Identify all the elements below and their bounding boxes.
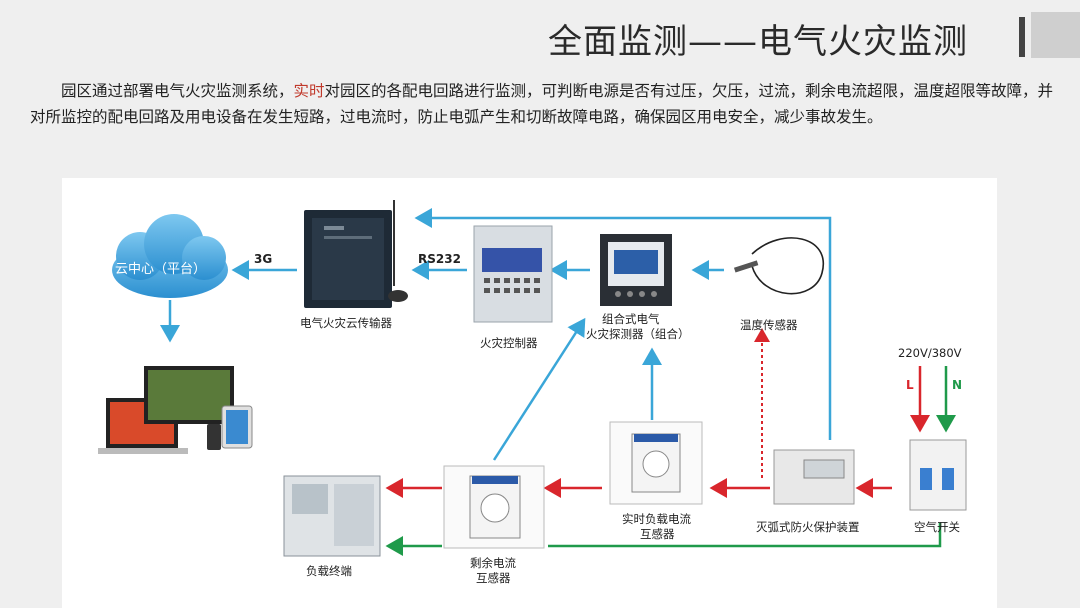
arrow-neutral-return-to-load: [548, 523, 942, 548]
detector-device: [600, 234, 672, 306]
intro-text-part1: 园区通过部署电气火灾监测系统，: [61, 82, 294, 100]
residual-ct-label-line2: 互感器: [476, 571, 511, 585]
voltage-label: 220V/380V: [898, 346, 962, 360]
detector-label-line1: 组合式电气: [602, 312, 660, 326]
intro-paragraph: 园区通过部署电气火灾监测系统，实时对园区的各配电回路进行监测，可判断电源是否有过…: [30, 78, 1055, 130]
edge-label-3g: 3G: [254, 252, 273, 266]
residual-current-transformer-device: [443, 465, 545, 549]
title-decoration-box: [1031, 12, 1080, 58]
monitoring-terminals-icon: [98, 366, 253, 454]
intro-highlight: 实时: [293, 82, 325, 100]
title-bar: 全面监测——电气火灾监测: [0, 0, 1080, 75]
transmitter-label: 电气火灾云传输器: [300, 316, 392, 330]
cloud-label: 云中心（平台）: [115, 262, 207, 277]
transmitter-device: [304, 200, 408, 308]
cloud-icon: [112, 214, 228, 298]
air-switch-device: [909, 439, 967, 511]
load-terminal-device: [283, 475, 381, 557]
load-terminal-label: 负载终端: [306, 564, 352, 578]
temperature-sensor-label: 温度传感器: [740, 318, 798, 332]
load-ct-label-line2: 互感器: [640, 527, 675, 541]
controller-label: 火灾控制器: [480, 336, 538, 350]
title-decoration-line: [1019, 17, 1025, 57]
line-n-label: N: [952, 378, 963, 392]
diagram-canvas: [98, 200, 967, 557]
arc-protect-device: [773, 449, 855, 505]
arrow-residual-ct-to-detector: [492, 317, 586, 461]
temperature-sensor-icon: [733, 237, 825, 295]
residual-ct-label-line1: 剩余电流: [470, 556, 516, 570]
line-l-label: L: [906, 378, 914, 392]
controller-device: [473, 225, 553, 323]
detector-label-line2: 火灾探测器（组合）: [586, 327, 690, 341]
edge-label-rs232: RS232: [418, 252, 461, 266]
intro-text-part2: 对园区的各配电回路进行监测，可判断电源是否有过压，欠压，过流，剩余电流超限，温度…: [30, 82, 1054, 126]
system-diagram: 云中心（平台） 3G RS232 电气火灾云传输器 火灾控制器 组合式电气 火灾…: [62, 178, 997, 608]
load-ct-label-line1: 实时负载电流: [622, 512, 691, 526]
arc-protect-label: 灭弧式防火保护装置: [756, 520, 860, 534]
arrow-arc-protect-to-transmitter: [414, 208, 832, 440]
air-switch-label: 空气开关: [914, 520, 960, 534]
load-current-transformer-device: [609, 421, 703, 505]
page-title: 全面监测——电气火灾监测: [548, 22, 968, 62]
